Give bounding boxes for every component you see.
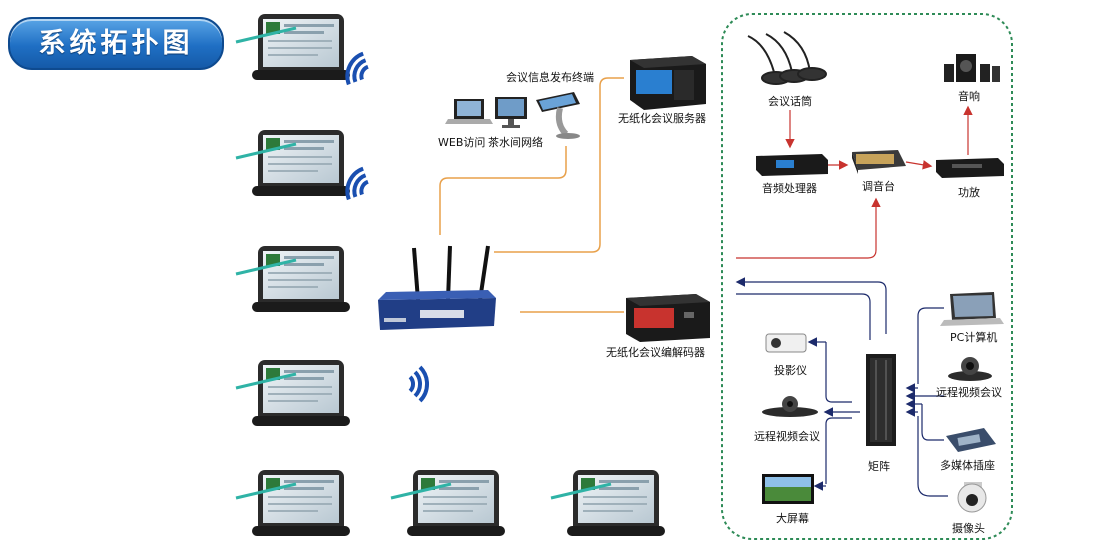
desktop-monitor-icon (495, 97, 527, 128)
tablet-terminal-7 (549, 468, 667, 538)
label-big-screen: 大屏幕 (776, 512, 809, 525)
label-audio-processor: 音频处理器 (762, 182, 817, 195)
audio-signal-arrows (736, 105, 973, 259)
label-matrix: 矩阵 (868, 460, 890, 473)
tablet-terminal-2 (234, 128, 352, 198)
tablet-terminal-6 (389, 468, 507, 538)
codec-icon (626, 294, 710, 342)
video-conference-camera-icon (948, 357, 992, 381)
label-pc: PC计算机 (950, 331, 998, 344)
label-tea-network: 茶水间网络 (488, 136, 543, 149)
security-camera-icon (957, 482, 987, 513)
tablet-terminal-1 (234, 12, 352, 82)
matrix-switcher-icon (866, 354, 896, 446)
amplifier-icon (936, 158, 1004, 178)
label-remote-video-left: 远程视频会议 (754, 430, 820, 443)
video-conference-camera-icon (762, 396, 818, 417)
label-projector: 投影仪 (774, 364, 807, 377)
tablet-terminal-3 (234, 244, 352, 314)
label-mixer: 调音台 (862, 180, 895, 193)
kiosk-terminal-icon (536, 92, 580, 139)
microphone-icon (747, 31, 827, 85)
label-publish-terminal: 会议信息发布终端 (506, 71, 594, 84)
label-multimedia-socket: 多媒体插座 (940, 459, 995, 472)
laptop-icon (445, 99, 493, 124)
multimedia-socket-icon (946, 428, 996, 452)
mixer-console-icon (852, 150, 906, 174)
wireless-router-icon (378, 245, 496, 330)
speaker-icon (944, 54, 1000, 82)
label-amplifier: 功放 (958, 186, 980, 199)
label-camera: 摄像头 (952, 522, 985, 535)
audio-processor-icon (756, 154, 828, 176)
big-screen-tv-icon (762, 474, 814, 504)
wifi-icon (403, 367, 437, 401)
label-speaker: 音响 (958, 90, 980, 103)
diagram-title: 系统拓扑图 (8, 17, 224, 70)
server-icon (630, 56, 706, 110)
tablet-terminal-5 (234, 468, 352, 538)
label-remote-video-right: 远程视频会议 (936, 386, 1002, 399)
label-codec: 无纸化会议编解码器 (606, 346, 705, 359)
label-server: 无纸化会议服务器 (618, 112, 706, 125)
system-boundary (721, 13, 1013, 540)
projector-icon (765, 333, 807, 353)
label-web-access: WEB访问 (438, 136, 486, 149)
tablet-terminal-4 (234, 358, 352, 428)
label-microphone: 会议话筒 (768, 95, 812, 108)
video-signal-arrows (735, 277, 948, 497)
network-lines (439, 77, 624, 313)
pc-laptop-icon (940, 292, 1004, 326)
